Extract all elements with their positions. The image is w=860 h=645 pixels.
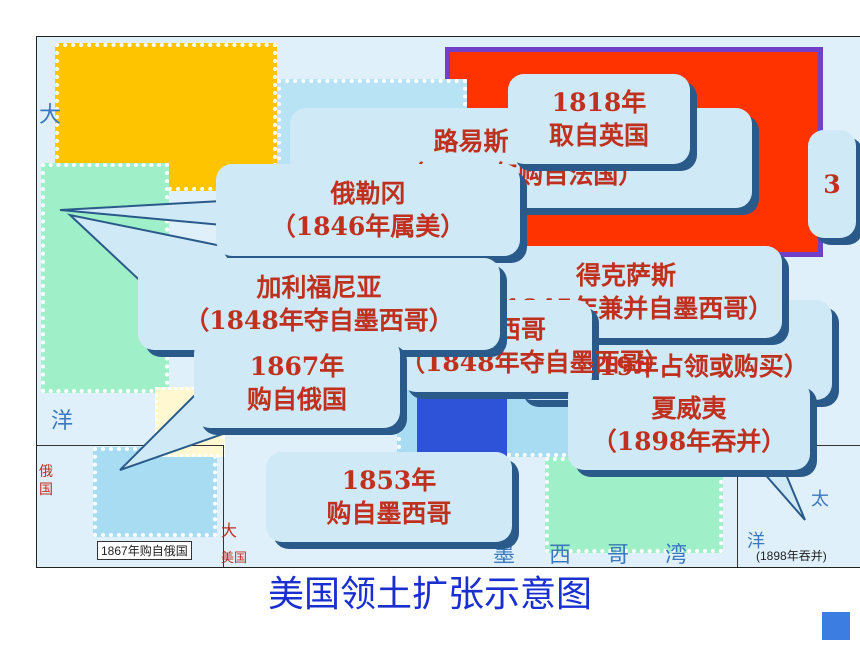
callout-florida-line1: 1818年 <box>551 88 647 117</box>
map-title: 美国领土扩张示意图 <box>267 574 592 615</box>
russia-label-1: 俄 <box>39 464 53 480</box>
atlantic-label-1: 太 <box>811 489 829 510</box>
callout-new-mexico-line2: （1848年夺自墨西哥） <box>400 348 670 377</box>
callout-alaska-line2: 购自俄国 <box>246 385 347 414</box>
callout-fragment-13: 3 <box>808 130 856 238</box>
gulf-label-xi: 西 <box>549 543 572 568</box>
callout-gadsden-line1: 1853年 <box>341 466 437 495</box>
callout-florida-line2: 取自英国 <box>548 121 649 150</box>
callout-florida: 1818年 取自英国 <box>508 74 690 164</box>
pacific-small-label: 大 <box>221 521 238 540</box>
hawaii-inset-caption: (1898年吞并) <box>756 549 827 563</box>
alaska-region <box>93 447 217 537</box>
callout-hawaii-line2: （1898年吞并） <box>591 427 787 456</box>
ocean-label-left-top: 大 <box>39 103 62 128</box>
alaska-inset-caption: 1867年购自俄国 <box>97 541 192 560</box>
callout-texas-line1: 得克萨斯 <box>575 261 676 290</box>
callout-california: 加利福尼亚 （1848年夺自墨西哥） <box>138 258 500 350</box>
callout-gadsden: 1853年 购自墨西哥 <box>266 452 512 542</box>
callout-fragment-13-text: 3 <box>823 169 841 199</box>
callout-alaska-line1: 1867年 <box>249 352 345 381</box>
gulf-label-ge: 哥 <box>607 543 630 568</box>
callout-oregon: 俄勒冈 （1846年属美） <box>216 164 520 256</box>
gulf-label-mo: 墨 <box>493 543 516 568</box>
callout-hawaii-line1: 夏威夷 <box>651 394 727 423</box>
callout-california-line1: 加利福尼亚 <box>256 273 382 302</box>
gulf-label-wan: 湾 <box>665 543 688 568</box>
callout-oregon-line1: 俄勒冈 <box>330 179 406 208</box>
callout-hawaii: 夏威夷 （1898年吞并） <box>568 380 810 470</box>
slide-nav-button[interactable] <box>822 612 850 640</box>
gadsden-blue-region <box>417 387 507 457</box>
atlantic-label-2: 洋 <box>747 531 765 552</box>
callout-gadsden-line2: 购自墨西哥 <box>326 499 452 528</box>
callout-alaska: 1867年 购自俄国 <box>194 338 400 428</box>
callout-california-line2: （1848年夺自墨西哥） <box>184 306 454 335</box>
alaska-inset-frame <box>37 445 224 567</box>
callout-oregon-line2: （1846年属美） <box>270 212 466 241</box>
ocean-label-left: 洋 <box>51 409 74 434</box>
mexico-small-label: 美国 <box>221 551 248 566</box>
russia-label-2: 国 <box>39 482 53 498</box>
